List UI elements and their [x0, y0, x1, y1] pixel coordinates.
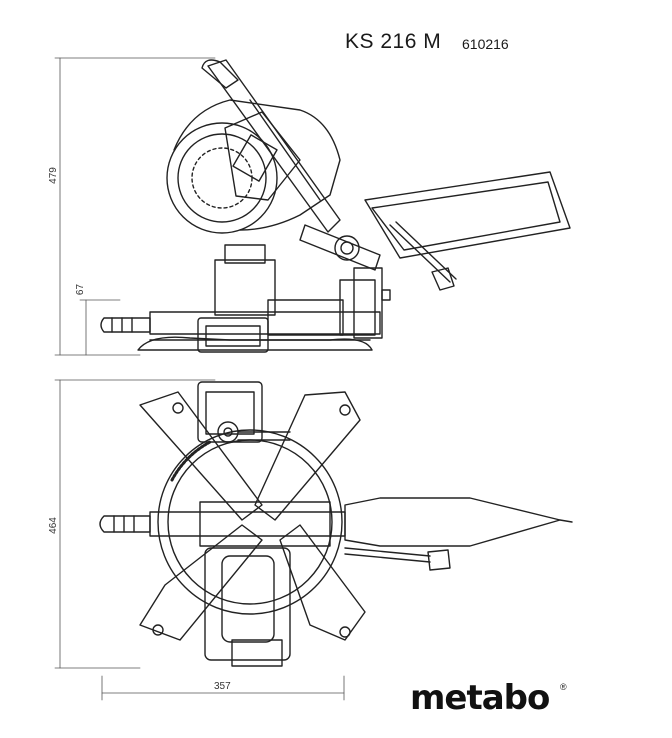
dim-side-base: 67	[75, 283, 87, 296]
brand-logo: metabo	[410, 678, 550, 718]
model-code: 610216	[462, 36, 509, 52]
turntable-block	[197, 317, 269, 353]
dust-chute	[364, 171, 571, 259]
top-front-handle	[99, 515, 151, 533]
side-view	[54, 57, 571, 356]
extraction-hose	[389, 224, 451, 283]
model-title: KS 216 M	[345, 30, 442, 53]
leg-bottom-left	[139, 524, 263, 641]
leg-top-right	[254, 391, 361, 521]
chute-top-view	[344, 497, 561, 547]
side-dimension-lines	[54, 57, 216, 356]
blade-guard	[166, 122, 278, 234]
bottom-motor	[204, 547, 291, 661]
top-dimension-lines	[54, 379, 345, 701]
registered-mark: ®	[560, 682, 567, 692]
motor-housing	[224, 111, 301, 201]
base-feet	[137, 336, 373, 351]
upper-guard	[173, 99, 341, 231]
rear-column	[353, 267, 383, 339]
leg-top-left	[139, 391, 263, 521]
leg-bottom-right	[279, 524, 366, 641]
top-motor-block	[197, 381, 263, 443]
turntable	[157, 429, 343, 615]
dim-top-width: 357	[214, 681, 231, 692]
pivot-knob	[334, 235, 360, 261]
top-view	[54, 379, 573, 701]
column-base	[214, 259, 276, 316]
top-handle	[201, 59, 239, 89]
front-handle	[100, 317, 151, 333]
hose-top-view	[344, 547, 431, 557]
dim-top-depth: 464	[47, 517, 59, 534]
dim-side-height: 479	[47, 167, 59, 184]
